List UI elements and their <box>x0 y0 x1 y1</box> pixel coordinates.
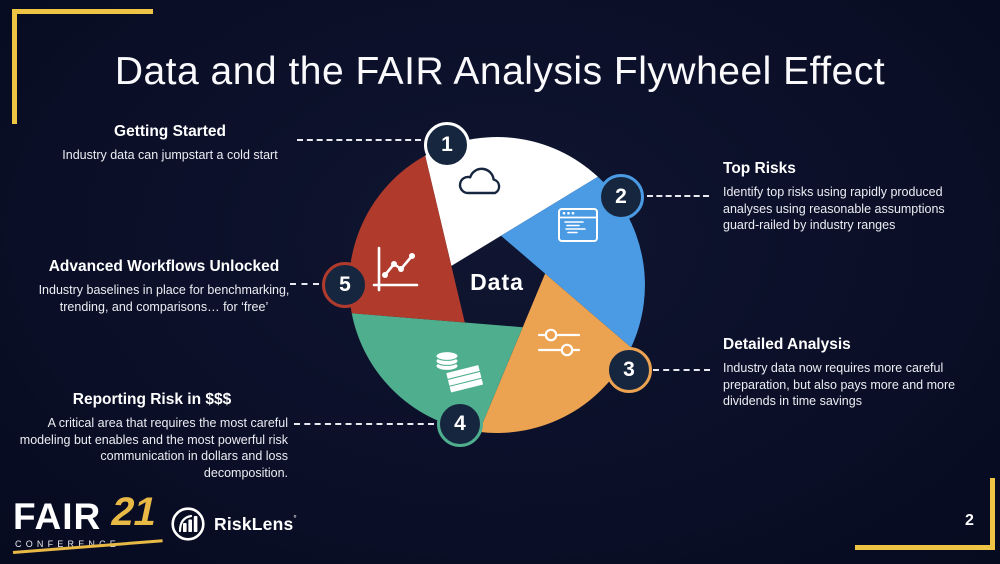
money-stack-icon <box>435 351 484 394</box>
callout-description: Industry data now requires more careful … <box>723 361 956 408</box>
step-number: 5 <box>339 273 351 296</box>
flywheel-segment-3 <box>479 273 632 433</box>
callout-title: Reporting Risk in $$$ <box>72 391 232 408</box>
sliders-icon <box>537 328 581 357</box>
callout-title: Top Risks <box>723 160 796 177</box>
connector-dash-step-1 <box>297 139 421 141</box>
step-number: 3 <box>623 358 635 381</box>
browser-window-icon <box>558 208 598 242</box>
step-badge-3: 3 <box>606 347 652 393</box>
callout-description: A critical area that requires the most c… <box>19 416 288 480</box>
callout-reporting-risk: Reporting Risk in $$$ A critical area th… <box>16 391 288 481</box>
callout-title: Getting Started <box>114 123 226 140</box>
risklens-label: RiskLens° <box>214 514 297 535</box>
callout-description: Industry data can jumpstart a cold start <box>62 148 278 162</box>
page-title: Data and the FAIR Analysis Flywheel Effe… <box>114 50 886 93</box>
step-badge-2: 2 <box>598 174 644 220</box>
page-number: 2 <box>965 512 974 529</box>
gold-corner-bracket-top-left <box>12 9 153 124</box>
callout-title: Detailed Analysis <box>723 336 851 353</box>
fair-logo-year: 21 <box>107 490 162 534</box>
flywheel-center-label: Data <box>470 269 524 295</box>
risklens-trademark: ° <box>293 513 297 523</box>
gold-corner-bracket-bottom-right <box>855 478 995 550</box>
connector-dash-step-3 <box>653 369 710 371</box>
connector-dash-step-2 <box>647 195 709 197</box>
connector-dash-step-5 <box>290 283 319 285</box>
step-number: 2 <box>615 185 627 208</box>
flywheel-segment-2 <box>501 176 645 348</box>
callout-getting-started: Getting Started Industry data can jumpst… <box>45 123 295 164</box>
callout-advanced-workflows: Advanced Workflows Unlocked Industry bas… <box>28 258 300 315</box>
flywheel-segment-4 <box>351 313 523 432</box>
connector-dash-step-4 <box>294 423 434 425</box>
flywheel-segment-1 <box>425 137 598 266</box>
fair-logo-text: FAIR <box>13 496 102 537</box>
cloud-icon <box>458 167 501 195</box>
risklens-label-text: RiskLens <box>214 513 294 534</box>
callout-title: Advanced Workflows Unlocked <box>48 258 280 275</box>
step-badge-4: 4 <box>437 401 483 447</box>
risklens-logo: RiskLens° <box>170 506 297 542</box>
fair-logo-subtitle: CONFERENCE <box>15 539 121 549</box>
callout-detailed-analysis: Detailed Analysis Industry data now requ… <box>723 336 973 410</box>
callout-top-risks: Top Risks Identify top risks using rapid… <box>723 160 968 234</box>
fair-conference-logo: FAIR 21 CONFERENCE <box>12 490 188 554</box>
step-number: 1 <box>441 133 453 156</box>
step-badge-5: 5 <box>322 262 368 308</box>
flywheel-diagram <box>348 137 645 433</box>
callout-description: Identify top risks using rapidly produce… <box>723 185 945 232</box>
line-chart-icon <box>372 246 419 292</box>
step-badge-1: 1 <box>424 122 470 168</box>
step-number: 4 <box>454 412 466 435</box>
risklens-icon <box>171 507 205 541</box>
callout-description: Industry baselines in place for benchmar… <box>38 283 290 314</box>
